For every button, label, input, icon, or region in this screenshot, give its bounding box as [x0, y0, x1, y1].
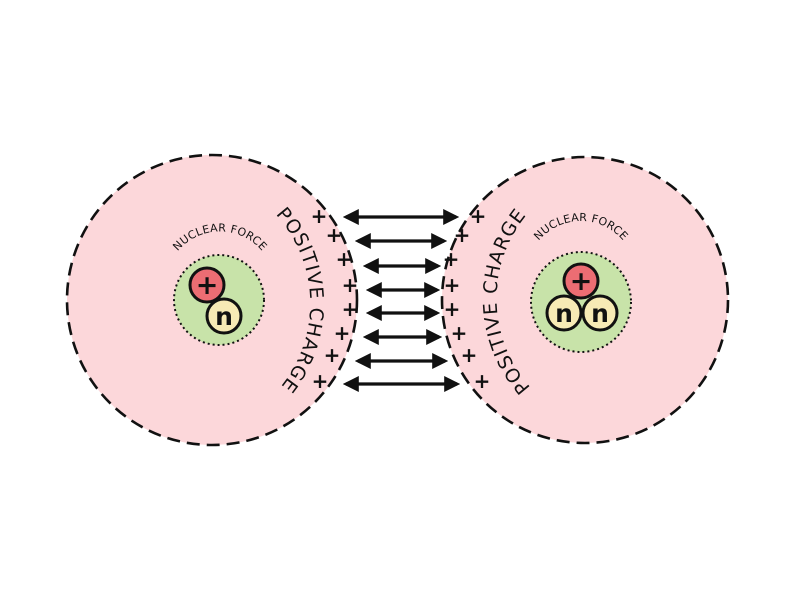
plus-charge-sign: + — [324, 343, 341, 367]
plus-charge-sign: + — [444, 273, 461, 297]
plus-charge-sign: + — [311, 204, 328, 228]
plus-charge-sign: + — [461, 343, 478, 367]
plus-charge-sign: + — [454, 223, 471, 247]
right-nucleus: NUCLEAR FORCE + n n POSITIVE CHARGE — [440, 155, 730, 445]
right-charge-signs: ++++++++ — [443, 204, 491, 393]
proton: + — [562, 262, 600, 300]
svg-text:n: n — [555, 299, 573, 328]
plus-charge-sign: + — [336, 247, 353, 271]
proton: + — [188, 266, 226, 304]
plus-charge-sign: + — [326, 223, 343, 247]
svg-text:+: + — [570, 266, 593, 297]
plus-charge-sign: + — [342, 273, 359, 297]
plus-charge-sign: + — [474, 369, 491, 393]
plus-charge-sign: + — [312, 369, 329, 393]
left-nucleus: NUCLEAR FORCE + n POSITIVE CHARGE — [65, 153, 359, 447]
plus-charge-sign: + — [334, 321, 351, 345]
left-charge-signs: ++++++++ — [311, 204, 359, 393]
repulsion-arrows — [342, 209, 461, 392]
plus-charge-sign: + — [443, 247, 460, 271]
plus-charge-sign: + — [470, 204, 487, 228]
neutron: n — [581, 294, 619, 332]
plus-charge-sign: + — [342, 297, 359, 321]
neutron: n — [205, 297, 243, 335]
svg-text:+: + — [196, 270, 219, 301]
neutron: n — [545, 294, 583, 332]
plus-charge-sign: + — [451, 321, 468, 345]
svg-text:n: n — [215, 302, 233, 331]
svg-text:n: n — [591, 299, 609, 328]
plus-charge-sign: + — [444, 297, 461, 321]
